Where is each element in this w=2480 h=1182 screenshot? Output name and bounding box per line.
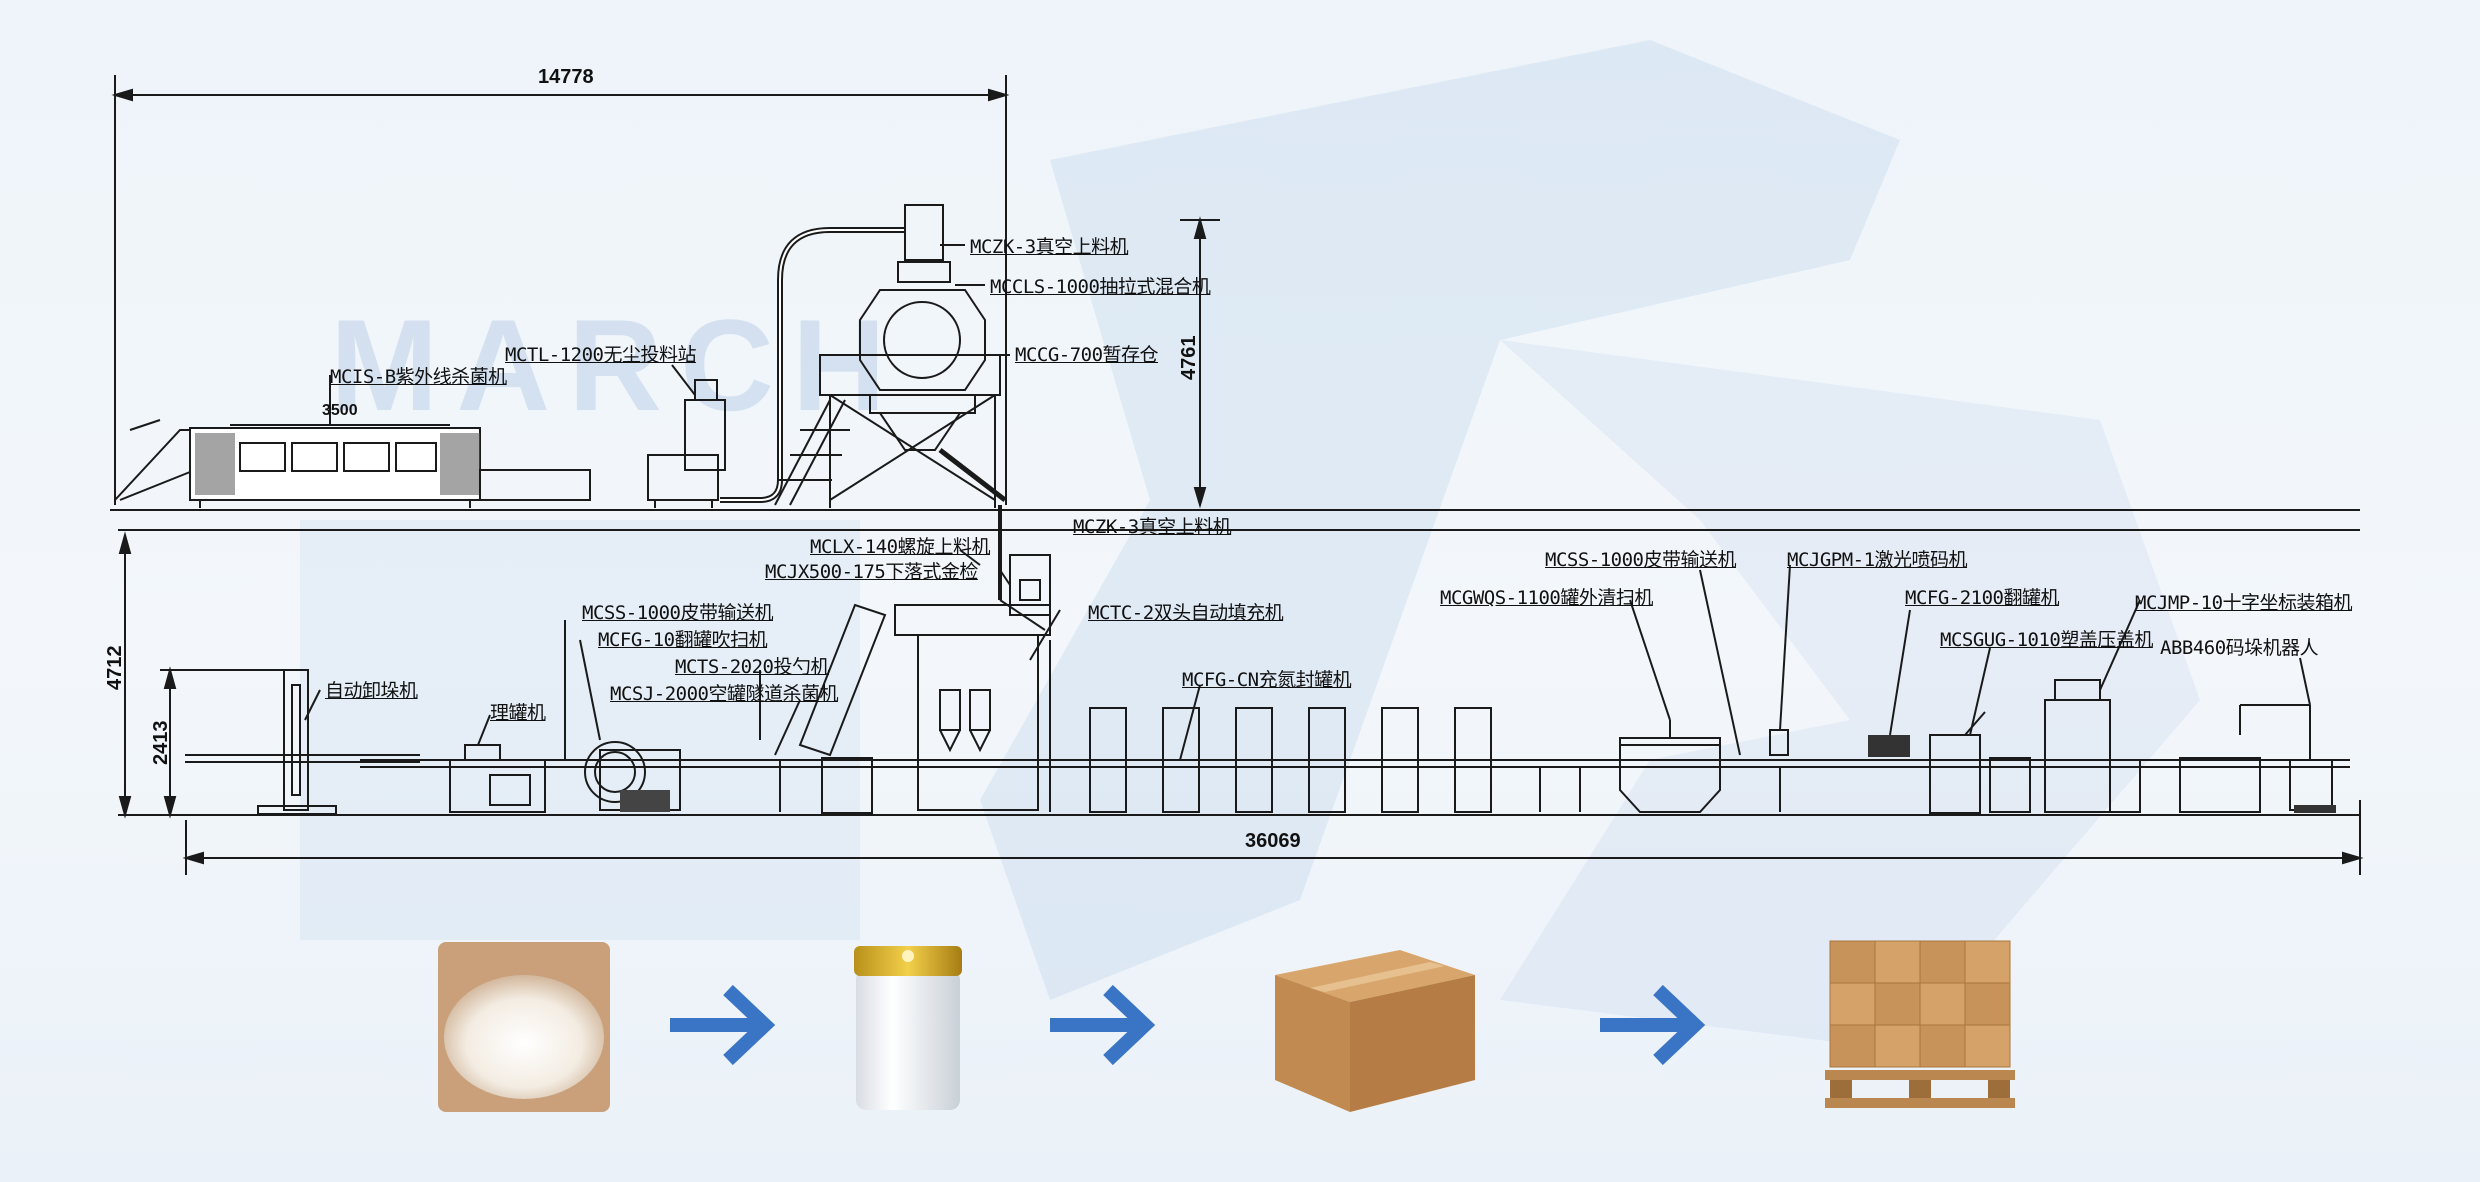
label-uv-sterilizer: MCIS-B紫外线杀菌机 <box>330 366 507 388</box>
dimension-sterilizer-length: 3500 <box>322 402 358 419</box>
dimension-lower-height: 4712 <box>104 645 126 691</box>
label-feeding-station: MCTL-1200无尘投料站 <box>505 344 696 366</box>
arrow-right-icon <box>670 985 776 1065</box>
label-buffer-bin: MCCG-700暂存仓 <box>1015 344 1159 366</box>
capper-machine <box>1929 711 2031 814</box>
label-exterior-cleaner: MCGWQS-1100罐外清扫机 <box>1440 587 1653 609</box>
uv-sterilizer-machine <box>114 419 591 508</box>
label-mixer: MCCLS-1000抽拉式混合机 <box>990 276 1211 298</box>
label-laser-coder: MCJGPM-1激光喷码机 <box>1787 549 1968 571</box>
label-auger-filler: MCTC-2双头自动填充机 <box>1088 602 1284 624</box>
label-palletizing-robot: ABB460码垛机器人 <box>2160 637 2319 659</box>
label-vacuum-loader-lower: MCZK-3真空上料机 <box>1073 516 1232 538</box>
dimension-total-length: 36069 <box>1245 830 1301 852</box>
auger-filler-machine <box>894 554 1051 812</box>
can-exterior-cleaner-machine <box>1619 720 1721 813</box>
label-case-packer: MCJMP-10十字坐标装箱机 <box>2135 592 2353 614</box>
label-depalletizer: 自动卸垛机 <box>325 680 418 702</box>
palletizing-robot <box>2179 704 2336 813</box>
arrow-right-icon <box>1600 985 1706 1065</box>
case-packer-machine <box>2044 679 2141 813</box>
pallet-icon <box>1825 940 2015 1108</box>
powder-icon <box>438 942 610 1112</box>
label-metal-detector: MCJX500-175下落式金检 <box>765 561 978 583</box>
dimension-upper-height: 4761 <box>1178 335 1200 381</box>
laser-coder-machine <box>1769 729 1910 812</box>
can-icon <box>854 946 962 1110</box>
dimension-upper-length: 14778 <box>538 66 594 88</box>
label-capper: MCSGUG-1010塑盖压盖机 <box>1940 629 2153 651</box>
feeding-station-machine <box>647 379 726 508</box>
can-unscrambler-machine <box>449 744 546 813</box>
label-spoon-dispenser: MCTS-2020投勺机 <box>675 656 829 678</box>
label-can-flipper: MCFG-2100翻罐机 <box>1905 587 2059 609</box>
label-nitrogen-seamer: MCFG-CN充氮封罐机 <box>1182 669 1352 691</box>
depalletizer-machine <box>185 669 420 815</box>
label-tunnel-sterilizer: MCSJ-2000空罐隧道杀菌机 <box>610 683 838 705</box>
tunnel-sterilizer-machine <box>779 603 887 814</box>
label-can-unscrambler: 理罐机 <box>490 702 546 724</box>
label-flipper-blower: MCFG-10翻罐吹扫机 <box>598 629 768 651</box>
arrow-right-icon <box>1050 985 1156 1065</box>
label-screw-loader: MCLX-140螺旋上料机 <box>810 536 991 558</box>
nitrogen-seamer-machines <box>1089 707 1581 813</box>
mixer-tower-machine <box>774 204 1007 508</box>
label-vacuum-loader-upper: MCZK-3真空上料机 <box>970 236 1129 258</box>
can-flipper-blower-machine <box>584 741 681 812</box>
carton-icon <box>1275 950 1475 1112</box>
watermark-text: MARCH <box>330 292 904 438</box>
dimension-lower-mid-height: 2413 <box>150 720 172 766</box>
label-belt-conveyor-1: MCSS-1000皮带输送机 <box>582 602 773 624</box>
label-belt-conveyor-2: MCSS-1000皮带输送机 <box>1545 549 1736 571</box>
